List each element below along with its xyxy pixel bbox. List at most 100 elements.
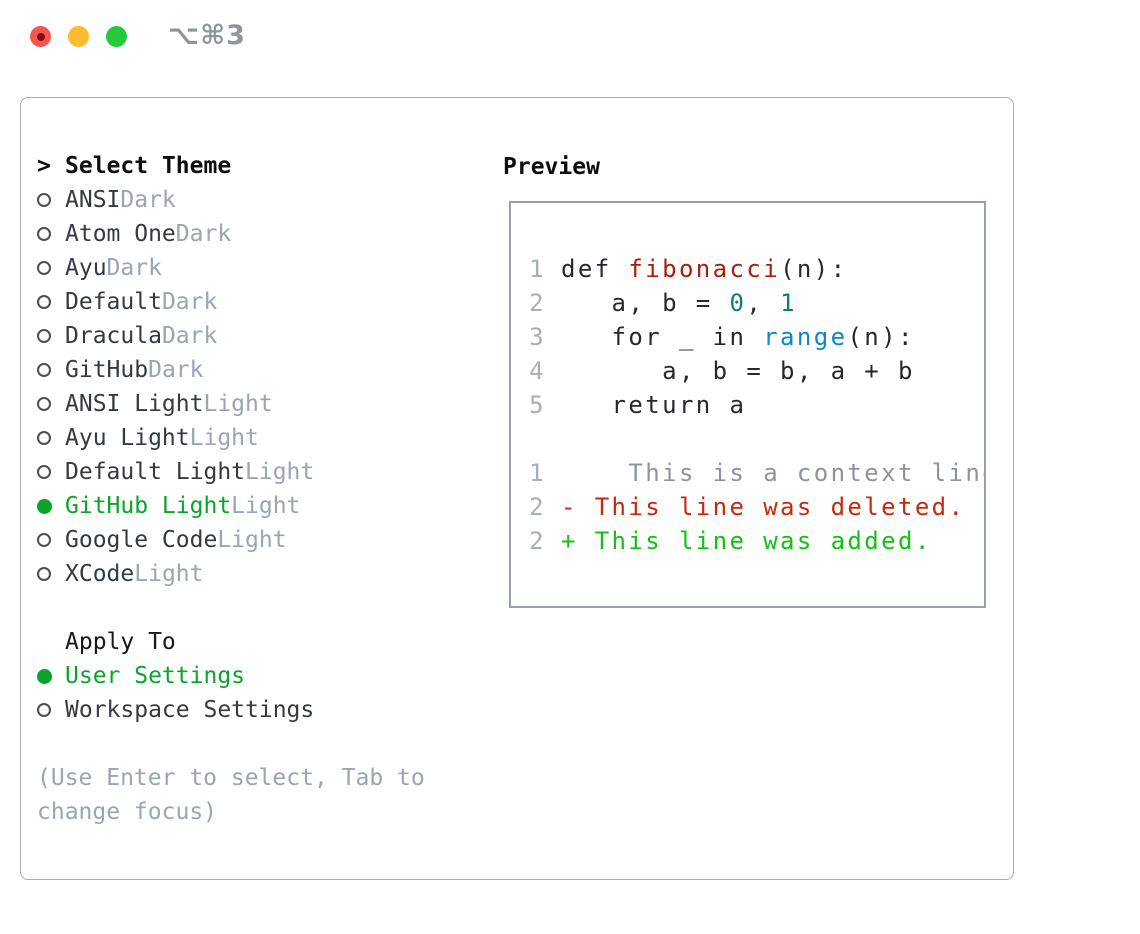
cursor-icon: > [37, 153, 51, 179]
theme-option[interactable]: Default Dark [37, 285, 425, 319]
radio-circle [37, 533, 51, 547]
radio-circle [37, 465, 51, 479]
select-theme-title: Select Theme [65, 153, 232, 179]
radio-icon [37, 533, 65, 547]
minimize-button[interactable] [68, 26, 89, 47]
theme-option[interactable]: GitHub Dark [37, 353, 425, 387]
theme-name: Ayu Light [65, 425, 190, 451]
code-segment-builtin: range [763, 323, 848, 351]
theme-name: Atom One [65, 221, 176, 247]
theme-option[interactable]: Default Light Light [37, 455, 425, 489]
apply-option[interactable]: User Settings [37, 659, 425, 693]
line-number: 1 [529, 255, 546, 283]
theme-name: GitHub Light [65, 493, 232, 519]
radio-circle [37, 261, 51, 275]
radio-icon [37, 363, 65, 377]
line-number: 2 [529, 289, 546, 317]
theme-variant-tag: Dark [120, 187, 176, 213]
radio-circle [37, 498, 52, 514]
theme-variant-tag: Dark [148, 357, 204, 383]
preview-header: Preview [503, 150, 600, 184]
close-button[interactable] [30, 26, 51, 47]
spacer [37, 727, 425, 761]
theme-variant-tag: Dark [161, 323, 218, 349]
radio-circle [37, 703, 51, 717]
theme-variant-tag: Dark [106, 255, 162, 281]
code-segment-deleted: - This line was deleted. [561, 493, 966, 521]
zoom-button[interactable] [106, 26, 127, 47]
blank-line [529, 422, 984, 456]
radio-icon [37, 703, 65, 717]
code-segment-code: a, b = b, a + b [561, 357, 915, 385]
theme-variant-tag: Light [134, 561, 204, 587]
apply-to-title: Apply To [65, 629, 176, 655]
radio-icon [37, 431, 65, 445]
theme-name: GitHub [65, 357, 149, 383]
code-line: 4 a, b = b, a + b [529, 354, 984, 388]
radio-circle [37, 295, 51, 309]
radio-circle [37, 193, 51, 207]
code-segment-code: (n): [847, 323, 915, 351]
code-segment-code: (n): [780, 255, 848, 283]
radio-circle [37, 363, 51, 377]
code-segment-added: + This line was added. [561, 527, 932, 555]
radio-icon [37, 567, 65, 581]
code-line: 2 a, b = 0, 1 [529, 286, 984, 320]
radio-icon [37, 329, 65, 343]
line-number: 2 [529, 527, 546, 555]
theme-name: Ayu [65, 255, 107, 281]
theme-variant-tag: Light [203, 391, 273, 417]
line-number: 1 [529, 459, 546, 487]
theme-option[interactable]: Dracula Dark [37, 319, 425, 353]
theme-option[interactable]: GitHub Light Light [37, 489, 425, 523]
line-number: 4 [529, 357, 546, 385]
code-segment-code: a, b = [561, 289, 730, 317]
apply-to-header: Apply To [37, 625, 425, 659]
radio-icon [37, 193, 65, 207]
preview-title: Preview [503, 154, 600, 180]
radio-icon [37, 465, 65, 479]
theme-option[interactable]: Ayu Dark [37, 251, 425, 285]
theme-option[interactable]: Google Code Light [37, 523, 425, 557]
window-title: ⌥⌘3 [168, 20, 246, 51]
diff-line: 2 - This line was deleted. [529, 490, 984, 524]
diff-line: 1 This is a context line. [529, 456, 984, 490]
apply-option[interactable]: Workspace Settings [37, 693, 425, 727]
theme-name: XCode [65, 561, 135, 587]
theme-option[interactable]: XCode Light [37, 557, 425, 591]
theme-name: Google Code [65, 527, 218, 553]
theme-name: Default Light [65, 459, 246, 485]
radio-circle [37, 431, 51, 445]
theme-variant-tag: Light [231, 493, 301, 519]
theme-variant-tag: Dark [161, 289, 218, 315]
theme-option[interactable]: ANSI Dark [37, 183, 425, 217]
code-segment-number: 1 [780, 289, 797, 317]
radio-icon [37, 397, 65, 411]
radio-circle [37, 227, 51, 241]
apply-name: Workspace Settings [65, 697, 315, 723]
radio-selected-icon [37, 498, 65, 514]
code-segment-context: This is a context line. [561, 459, 986, 487]
radio-circle [37, 668, 52, 684]
radio-circle [37, 397, 51, 411]
theme-option[interactable]: Atom One Dark [37, 217, 425, 251]
line-number: 2 [529, 493, 546, 521]
line-number: 3 [529, 323, 546, 351]
radio-selected-icon [37, 668, 65, 684]
theme-option[interactable]: ANSI Light Light [37, 387, 425, 421]
theme-name: ANSI Light [65, 391, 204, 417]
code-line: 3 for _ in range(n): [529, 320, 984, 354]
theme-name: Dracula [65, 323, 162, 349]
theme-option[interactable]: Ayu Light Light [37, 421, 425, 455]
apply-name: User Settings [65, 663, 246, 689]
hint-line: change focus) [37, 799, 218, 825]
code-segment-code: def [561, 255, 629, 283]
radio-icon [37, 295, 65, 309]
